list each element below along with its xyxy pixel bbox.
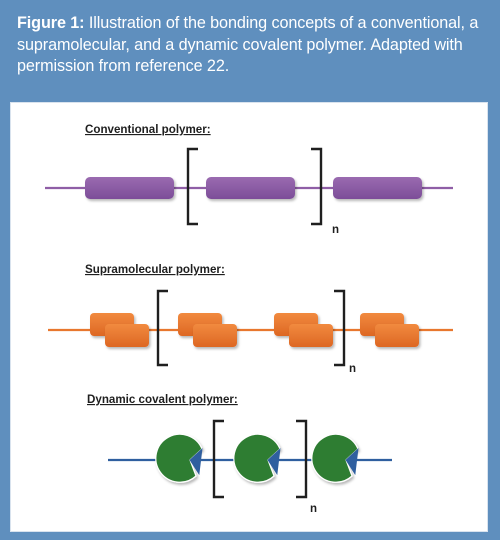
left-repeat-bracket: [186, 147, 198, 226]
conventional-monomer-block: [85, 177, 174, 199]
right-repeat-bracket: [296, 419, 308, 499]
conventional-polymer-section: Conventional polymer: n: [45, 123, 453, 236]
section-title-conventional: Conventional polymer:: [85, 123, 211, 136]
right-repeat-bracket: [311, 147, 323, 226]
polymer-bonding-diagram: Conventional polymer: n Supramolecular p…: [45, 123, 453, 515]
dynamic-covalent-polymer-section: Dynamic covalent polymer: n: [87, 393, 392, 515]
repeat-unit-subscript: n: [332, 224, 339, 236]
section-title-supramolecular: Supramolecular polymer:: [85, 263, 225, 276]
caption-text: Illustration of the bonding concepts of …: [17, 14, 479, 76]
right-repeat-bracket: [334, 289, 346, 367]
supramolecular-unit-back: [105, 324, 149, 347]
supramolecular-unit-back: [193, 324, 237, 347]
figure-label: Figure 1:: [17, 14, 85, 32]
figure-caption: Figure 1: Illustration of the bonding co…: [0, 0, 500, 102]
supramolecular-unit-back: [289, 324, 333, 347]
section-title-dynamic-covalent: Dynamic covalent polymer:: [87, 393, 238, 406]
dynamic-covalent-unit: [155, 433, 203, 483]
diagram-panel: Conventional polymer: n Supramolecular p…: [10, 102, 488, 532]
supramolecular-polymer-section: Supramolecular polymer: n: [48, 263, 453, 375]
left-repeat-bracket: [212, 419, 224, 499]
conventional-monomer-block: [206, 177, 295, 199]
repeat-unit-subscript: n: [349, 363, 356, 375]
left-repeat-bracket: [156, 289, 168, 367]
dynamic-covalent-unit: [311, 433, 359, 483]
repeat-unit-subscript: n: [310, 503, 317, 515]
supramolecular-unit-back: [375, 324, 419, 347]
dynamic-covalent-unit: [233, 433, 281, 483]
conventional-monomer-block: [333, 177, 422, 199]
